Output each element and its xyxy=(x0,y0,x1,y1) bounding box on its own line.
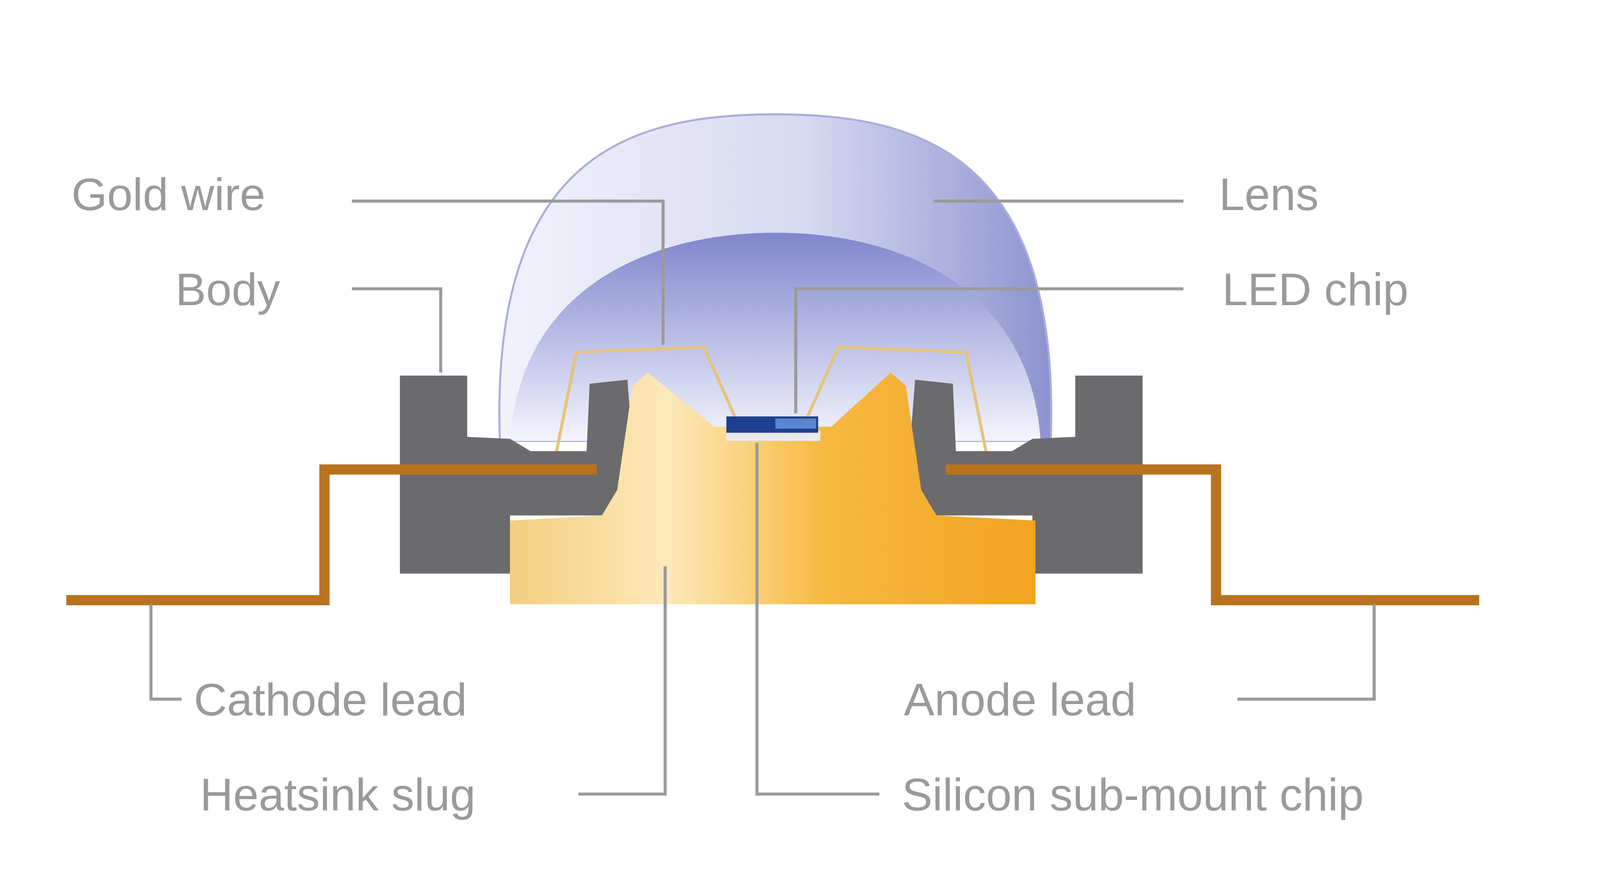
part-label: Body xyxy=(175,265,280,312)
lens-outer xyxy=(499,114,1052,441)
part-label: LED chip xyxy=(1222,265,1409,312)
part-label: Anode lead xyxy=(903,675,1137,722)
part-label: Silicon sub-mount chip xyxy=(901,770,1364,817)
part-label: Heatsink slug xyxy=(200,770,476,817)
part-label: Cathode lead xyxy=(193,675,467,722)
part-label: Lens xyxy=(1219,170,1319,217)
part-label: Gold wire xyxy=(71,170,265,217)
leader-lines xyxy=(150,200,1375,794)
led-chip xyxy=(726,416,818,433)
led-chip-highlight xyxy=(775,418,817,429)
heatsink-slug xyxy=(510,372,1036,605)
